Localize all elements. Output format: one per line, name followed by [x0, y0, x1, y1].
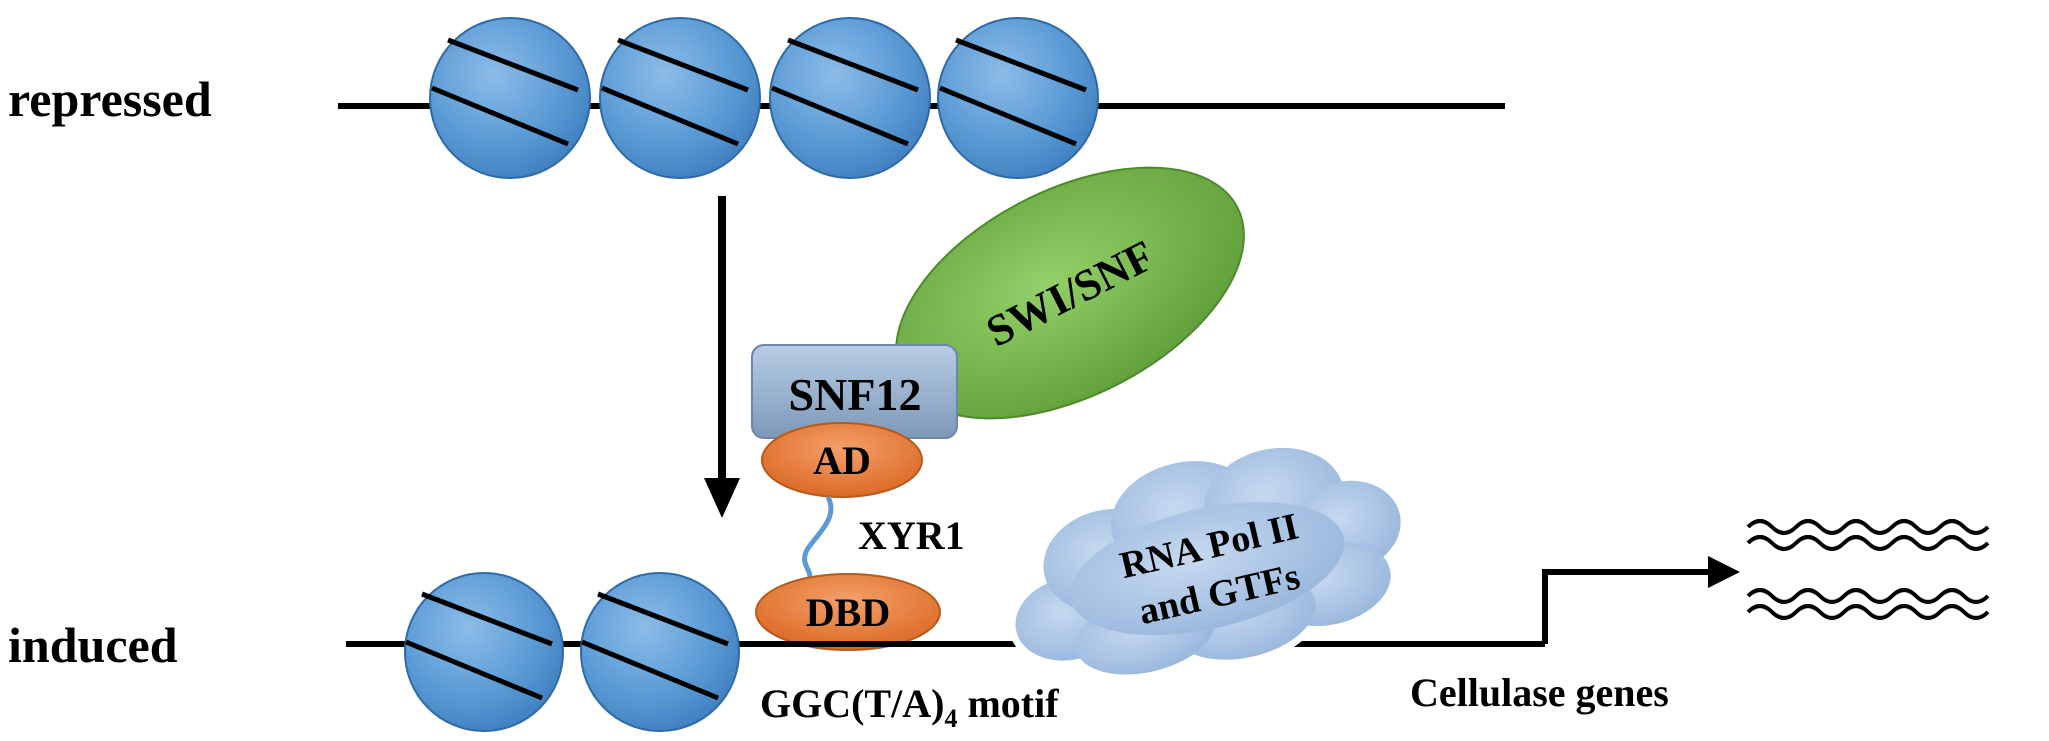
- nucleosome: [769, 17, 931, 179]
- nucleosome: [429, 17, 591, 179]
- xyr1-label: XYR1: [858, 513, 965, 558]
- snf12-box: SNF12: [751, 344, 958, 439]
- ad-label: AD: [813, 438, 871, 483]
- ad-domain: AD: [761, 422, 923, 498]
- snf12-label: SNF12: [789, 369, 922, 420]
- down-arrow-icon: [704, 196, 740, 518]
- induced-label: induced: [8, 617, 178, 673]
- transcription-arrow-icon: [1542, 556, 1740, 644]
- nucleosome: [580, 572, 740, 732]
- induced-nucleosomes: [404, 572, 740, 732]
- mrna-transcripts-icon: [1746, 519, 1990, 620]
- repressed-nucleosomes: [429, 17, 1099, 179]
- swi-snf-complex: SWI/SNF: [895, 166, 1245, 420]
- dbd-domain: DBD: [755, 573, 941, 651]
- nucleosome: [937, 17, 1099, 179]
- nucleosome: [404, 572, 564, 732]
- xyr1-linker: [802, 495, 834, 584]
- motif-label: GGC(T/A)4 motif: [760, 681, 1059, 733]
- repressed-label: repressed: [8, 71, 212, 127]
- rna-pol-ii-cloud: RNA Pol II and GTFs: [1008, 440, 1408, 682]
- dbd-label: DBD: [806, 590, 890, 635]
- nucleosome: [599, 17, 761, 179]
- cellulase-genes-label: Cellulase genes: [1410, 670, 1669, 715]
